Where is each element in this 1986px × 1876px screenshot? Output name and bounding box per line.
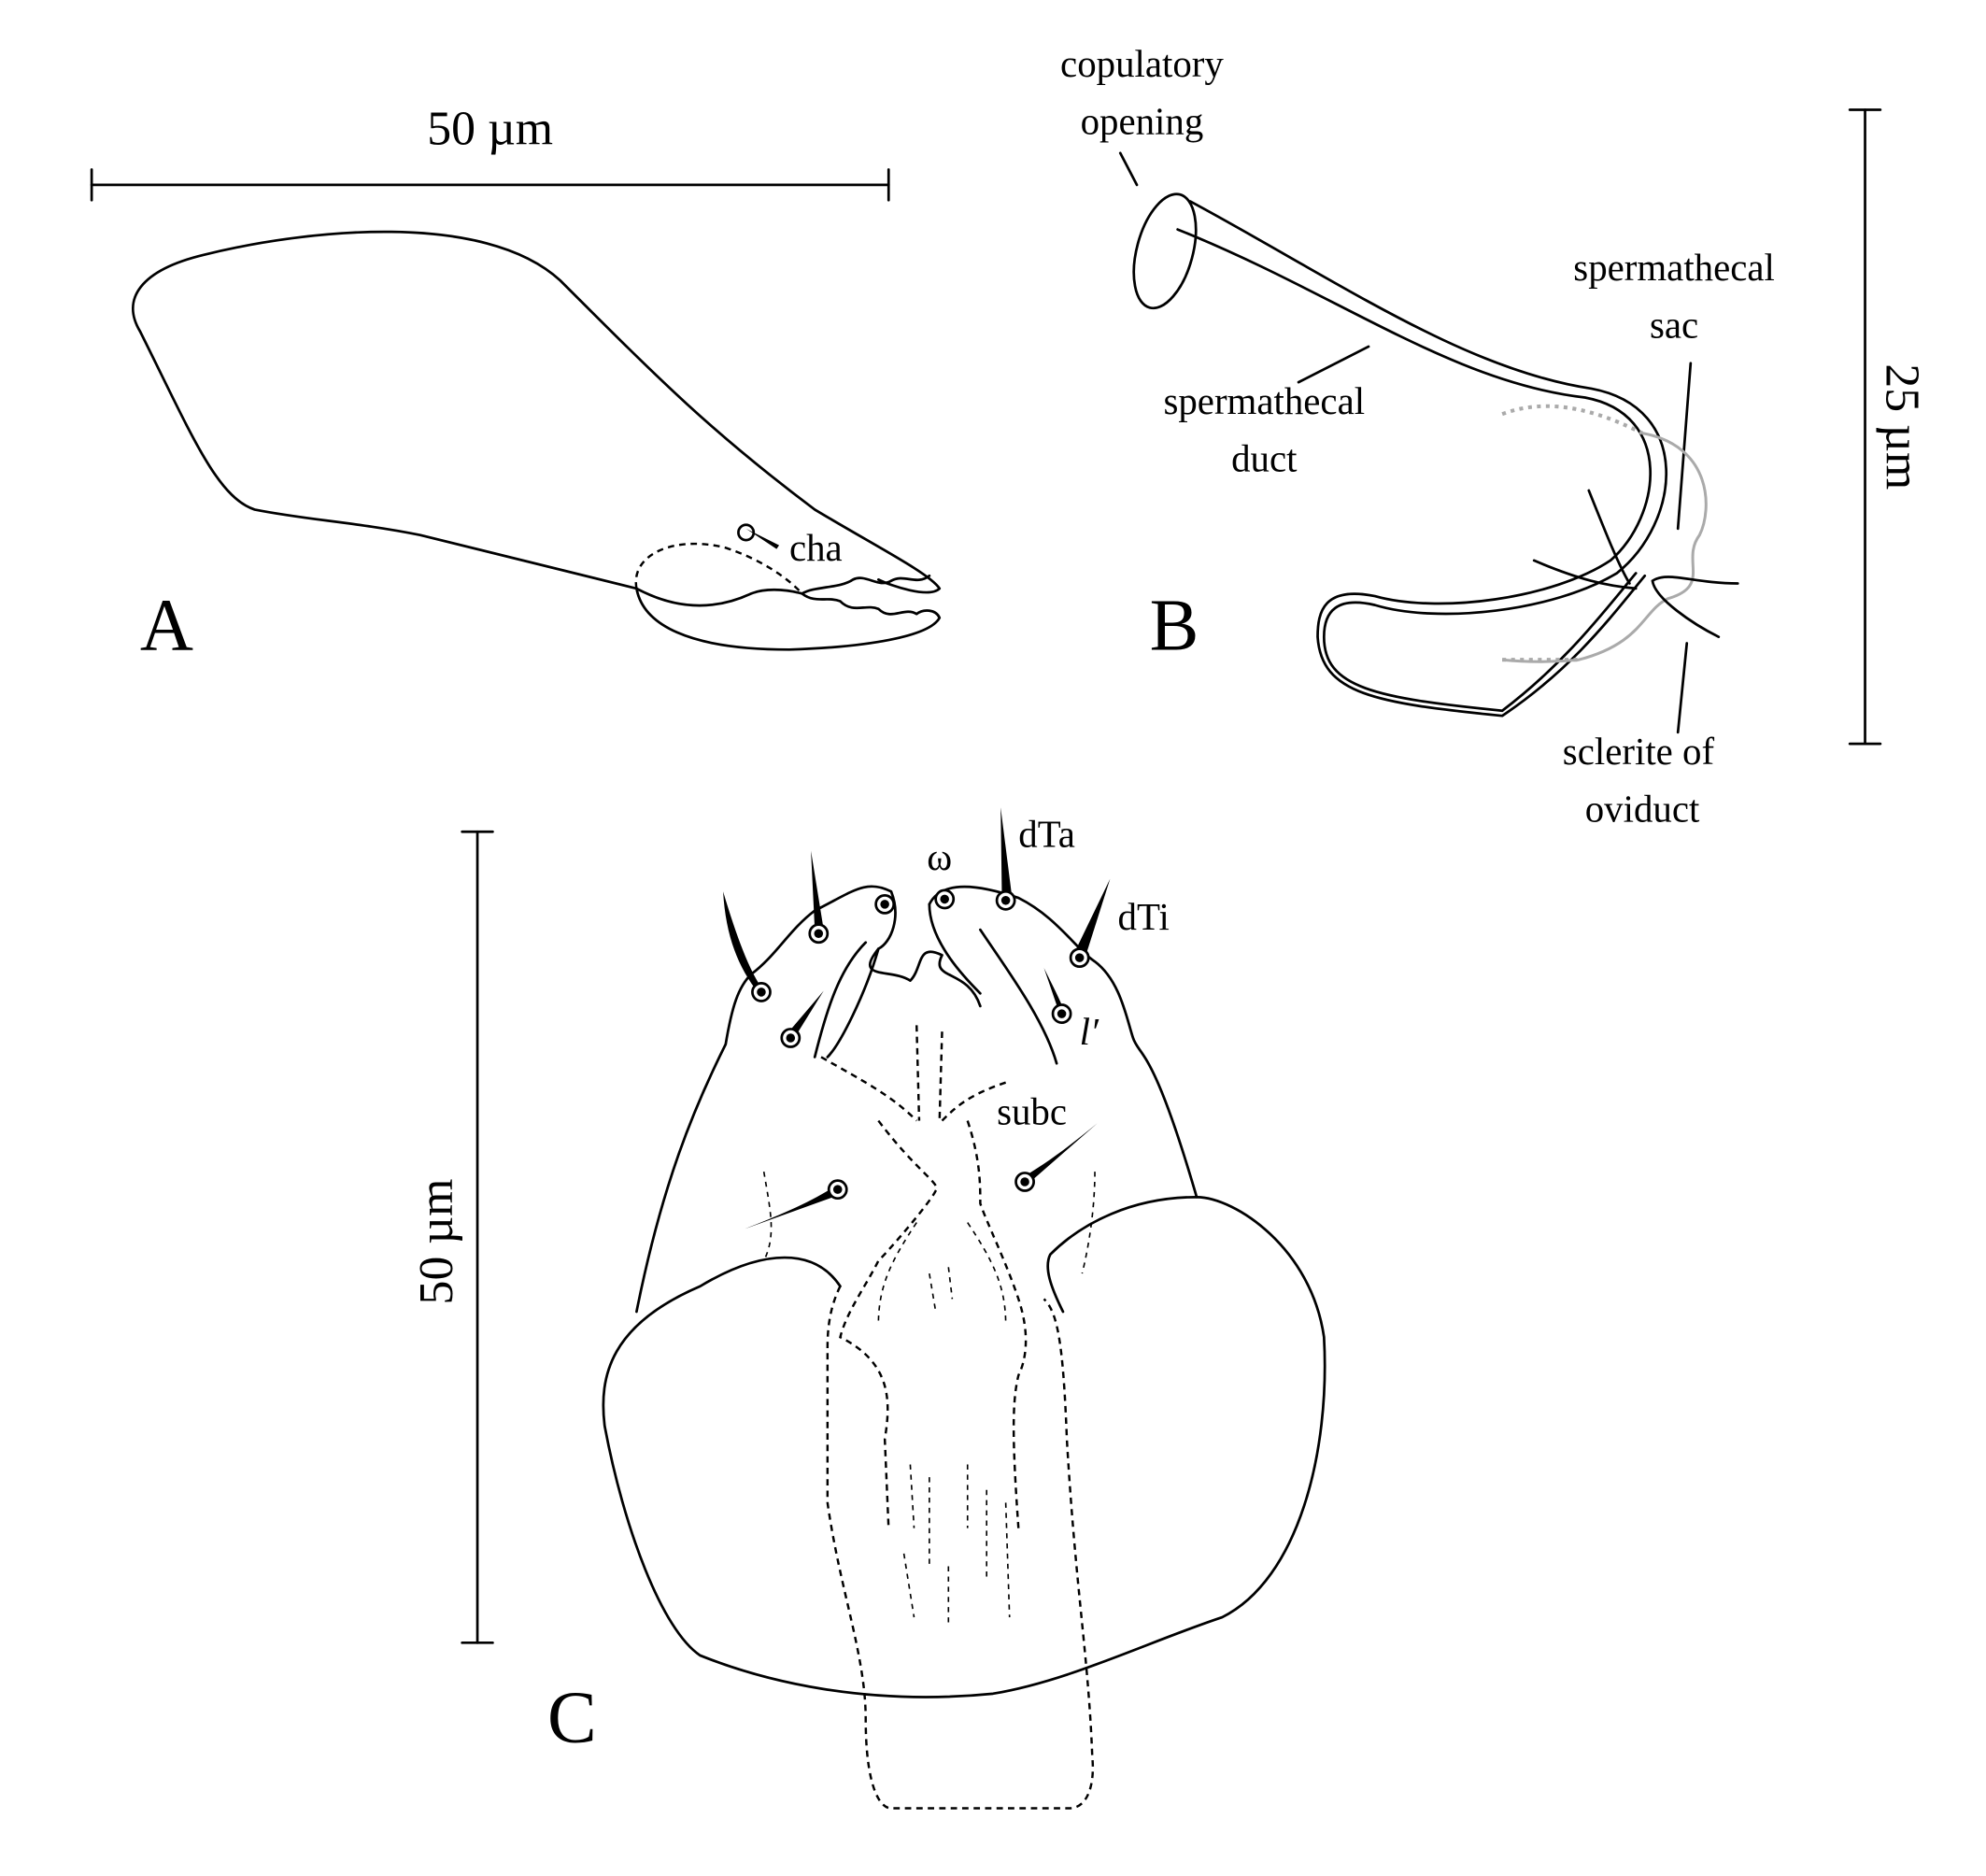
panel-letter-b: B [1150,585,1199,666]
panel-letter-c: C [547,1678,597,1759]
cha-seta-socket [737,523,756,542]
label-cha: cha [789,527,843,569]
setae [723,807,1111,1229]
label-sclerite-1: sclerite of [1563,731,1715,773]
chelicera-outline [132,230,942,594]
spermathecal-sac [1501,432,1708,663]
label-spermathecal-duct-2: duct [1231,438,1298,480]
label-dTa: dTa [1018,814,1075,856]
label-omega: ω [927,836,952,878]
spermathecal-duct [1176,200,1667,718]
hypostome-dashed [820,1025,1095,1810]
label-subc: subc [997,1091,1067,1133]
movable-digit [635,587,942,651]
palp-outline [635,885,1199,1314]
panel-letter-a: A [140,585,193,666]
panel-c: 50 µm ω dTa dTi l′ [410,807,1326,1810]
label-dTi: dTi [1118,896,1170,938]
scale-bar-b: 25 µm [1848,108,1929,746]
scale-bar-c: 50 µm [410,830,494,1644]
scale-label-c: 50 µm [410,1179,463,1305]
sclerite-of-oviduct [1532,489,1739,639]
label-opening: opening [1081,100,1204,142]
label-spermathecal-sac-1: spermathecal [1573,247,1775,289]
label-spermathecal-sac-2: sac [1650,304,1698,346]
panel-b: copulatory opening spermathecal duct spe… [1060,43,1929,830]
label-l-prime: l′ [1080,1011,1099,1053]
coxa-outline [602,1195,1326,1698]
scale-label-b: 25 µm [1876,363,1929,490]
copulatory-opening [1132,192,1198,310]
panel-a: 50 µm cha A [90,102,942,666]
label-spermathecal-duct-1: spermathecal [1163,380,1365,422]
scale-bar-a: 50 µm [90,102,890,202]
label-sclerite-2: oviduct [1585,788,1700,830]
label-copulatory: copulatory [1060,43,1224,85]
scale-label-a: 50 µm [427,102,553,155]
